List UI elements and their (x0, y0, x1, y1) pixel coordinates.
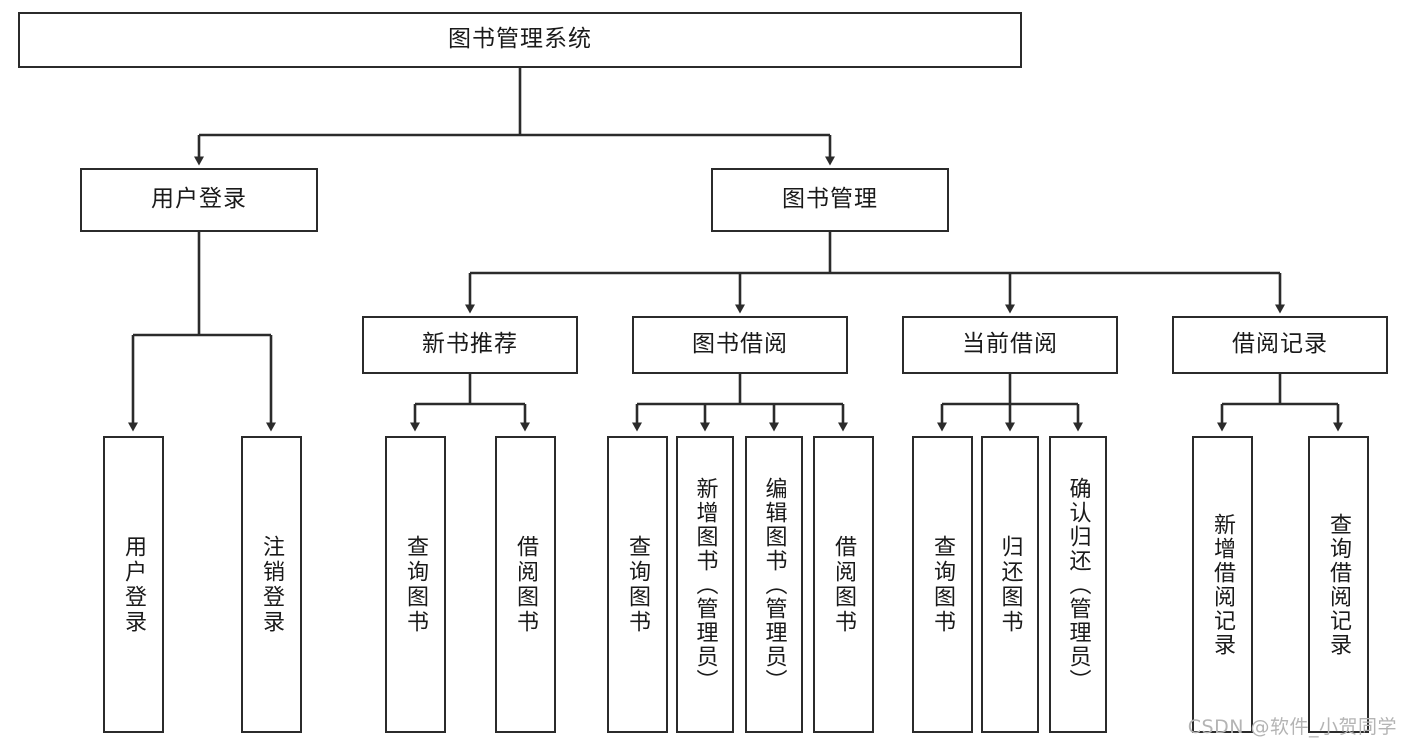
node-label: 确认归还（管理员） (1065, 476, 1091, 693)
leaf-query-book-recommend[interactable]: 查询图书 (385, 436, 446, 733)
leaf-query-borrow-record[interactable]: 查询借阅记录 (1308, 436, 1369, 733)
leaf-return-book[interactable]: 归还图书 (981, 436, 1039, 733)
node-borrow-record[interactable]: 借阅记录 (1172, 316, 1388, 374)
leaf-add-borrow-record[interactable]: 新增借阅记录 (1192, 436, 1253, 733)
node-label: 查询图书 (403, 534, 429, 635)
node-label: 查询图书 (930, 534, 956, 635)
node-book-borrow[interactable]: 图书借阅 (632, 316, 848, 374)
node-user-login[interactable]: 用户登录 (80, 168, 318, 232)
node-label: 新增图书（管理员） (692, 476, 718, 693)
node-label: 新增借阅记录 (1210, 512, 1236, 657)
leaf-query-book-current[interactable]: 查询图书 (912, 436, 973, 733)
node-label: 图书管理系统 (448, 26, 592, 53)
node-label: 借阅图书 (513, 534, 539, 635)
leaf-borrow-book-recommend[interactable]: 借阅图书 (495, 436, 556, 733)
leaf-logout[interactable]: 注销登录 (241, 436, 302, 733)
node-book-management[interactable]: 图书管理 (711, 168, 949, 232)
leaf-query-book-borrow[interactable]: 查询图书 (607, 436, 668, 733)
leaf-add-book-admin[interactable]: 新增图书（管理员） (676, 436, 734, 733)
leaf-borrow-book[interactable]: 借阅图书 (813, 436, 874, 733)
watermark-text: CSDN @软件_小贺同学 (1187, 716, 1397, 738)
leaf-confirm-return-admin[interactable]: 确认归还（管理员） (1049, 436, 1107, 733)
node-label: 用户登录 (121, 534, 147, 635)
node-root-system[interactable]: 图书管理系统 (18, 12, 1022, 68)
node-label: 图书管理 (782, 186, 878, 213)
node-label: 归还图书 (997, 534, 1023, 635)
node-label: 借阅记录 (1232, 331, 1328, 358)
node-label: 当前借阅 (962, 331, 1058, 358)
node-label: 编辑图书（管理员） (761, 476, 787, 693)
node-current-borrow[interactable]: 当前借阅 (902, 316, 1118, 374)
node-label: 借阅图书 (831, 534, 857, 635)
leaf-user-login[interactable]: 用户登录 (103, 436, 164, 733)
node-label: 查询图书 (625, 534, 651, 635)
node-label: 新书推荐 (422, 331, 518, 358)
node-label: 用户登录 (151, 186, 247, 213)
leaf-edit-book-admin[interactable]: 编辑图书（管理员） (745, 436, 803, 733)
node-label: 图书借阅 (692, 331, 788, 358)
node-label: 注销登录 (259, 534, 285, 635)
node-label: 查询借阅记录 (1326, 512, 1352, 657)
node-new-book-recommend[interactable]: 新书推荐 (362, 316, 578, 374)
